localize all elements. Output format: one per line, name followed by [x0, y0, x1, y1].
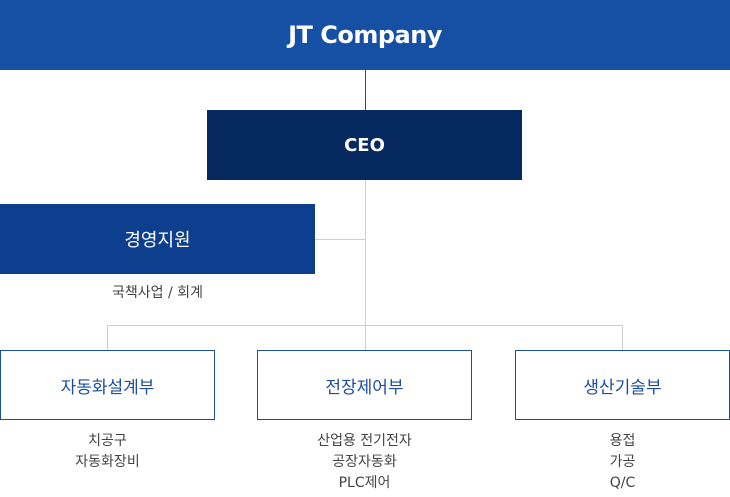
management-box: 경영지원	[0, 204, 315, 274]
dept-item: Q/C	[609, 475, 636, 491]
dept-item: 용접	[609, 433, 636, 449]
connector-dept-horizontal	[107, 325, 623, 326]
dept-electrical-control-items: 산업용 전기전자 공장자동화 PLC제어	[257, 431, 472, 494]
dept-automation-design: 자동화설계부	[0, 350, 215, 420]
dept-item: 가공	[609, 454, 636, 470]
dept-item: 자동화장비	[75, 454, 140, 470]
dept-electrical-control: 전장제어부	[257, 350, 472, 420]
dept-item: 산업용 전기전자	[317, 433, 412, 449]
connector-dept-3	[622, 325, 623, 350]
dept-automation-design-items: 치공구 자동화장비	[0, 431, 215, 473]
dept-item: 치공구	[88, 433, 127, 449]
ceo-box: CEO	[207, 110, 522, 180]
connector-dept-1	[107, 325, 108, 350]
dept-item: 공장자동화	[332, 454, 397, 470]
connector-management	[315, 239, 365, 240]
management-desc-text: 국책사업 / 회계	[112, 285, 203, 301]
connector-ceo-trunk	[365, 180, 366, 350]
company-header: JT Company	[0, 0, 730, 70]
dept-production-tech-items: 용접 가공 Q/C	[515, 431, 730, 494]
connector-top-ceo	[365, 70, 366, 110]
management-desc: 국책사업 / 회계	[0, 283, 315, 304]
dept-item: PLC제어	[338, 475, 391, 491]
dept-production-tech: 생산기술부	[515, 350, 730, 420]
